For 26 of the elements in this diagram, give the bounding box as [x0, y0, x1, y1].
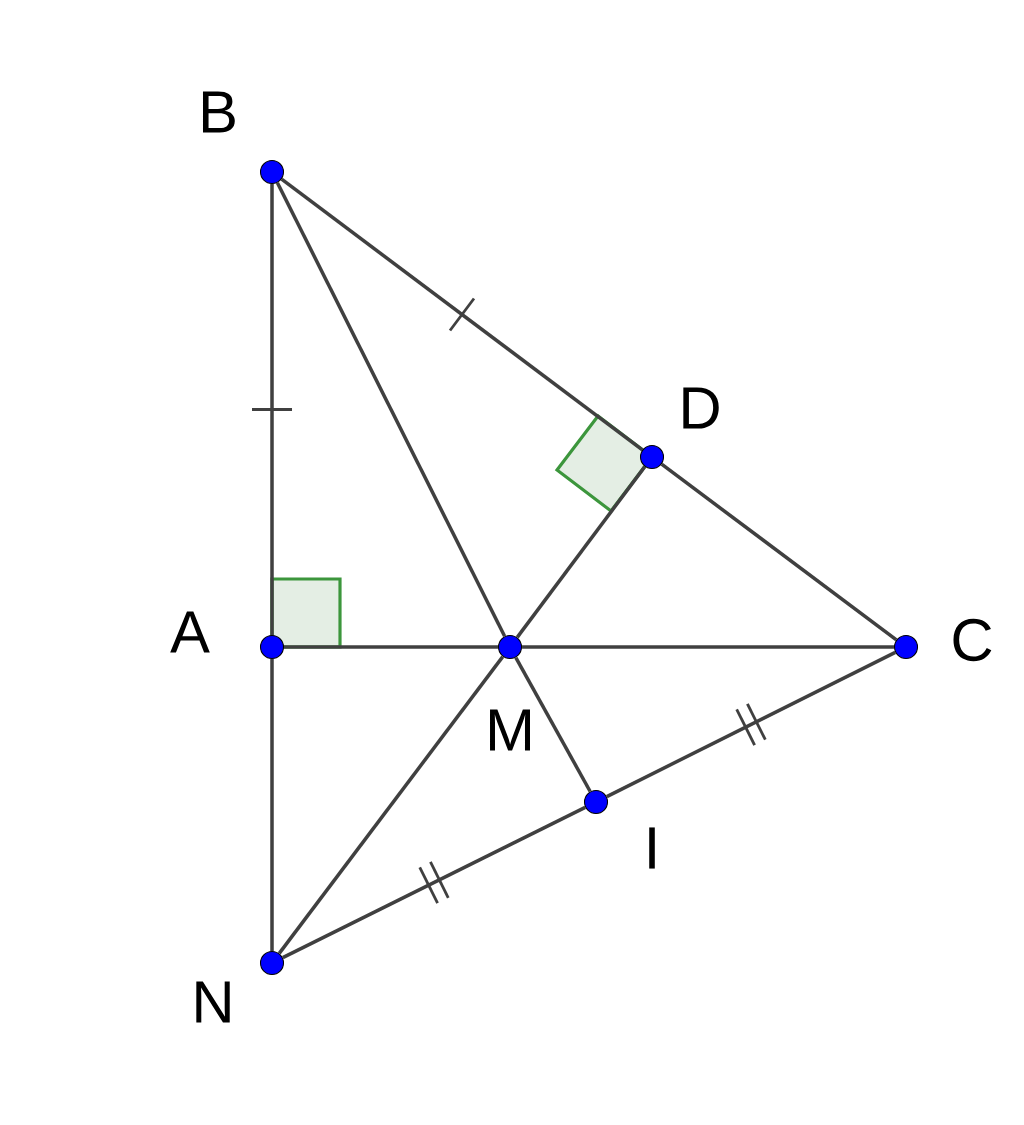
segment: [277, 655, 505, 955]
node-label: B: [202, 91, 235, 133]
node-label: C: [953, 618, 992, 662]
segment: [284, 645, 498, 649]
segment: [660, 462, 898, 642]
node-label: N: [196, 981, 230, 1023]
point: A: [170, 611, 285, 660]
node-label: M: [490, 709, 530, 751]
point: I: [584, 789, 655, 869]
point: B: [203, 91, 285, 184]
segment: [522, 645, 894, 649]
point: D: [640, 387, 719, 470]
node-label: A: [170, 611, 210, 653]
segment: [606, 650, 897, 799]
segment: [515, 465, 647, 639]
point: C: [894, 618, 992, 662]
point: M: [490, 634, 530, 751]
segment: [270, 184, 274, 635]
segment: [282, 805, 587, 960]
segment: [275, 181, 507, 638]
point: N: [196, 951, 285, 1023]
segment: [280, 177, 644, 452]
segment: [514, 656, 592, 793]
node-label: I: [649, 827, 655, 869]
segment: [270, 659, 274, 951]
node-label: D: [683, 387, 719, 429]
